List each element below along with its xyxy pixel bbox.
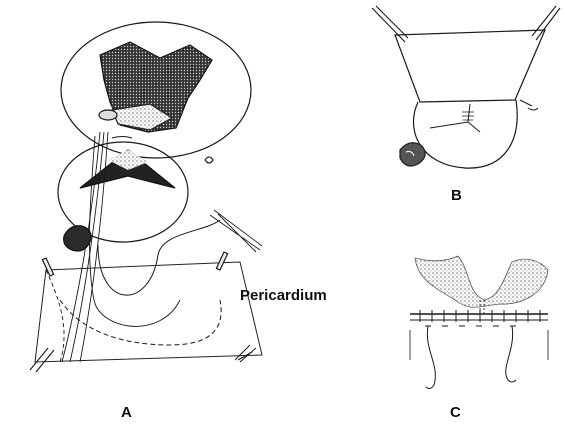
pericardium-frame (35, 262, 262, 362)
panel-c-drawing (410, 256, 548, 389)
panel-label-c: C (450, 404, 461, 421)
retracted-tissue (395, 30, 545, 102)
panel-label-b: B (451, 187, 462, 204)
panel-b-drawing (372, 6, 560, 168)
panel-c-tissue (415, 256, 548, 307)
panel-a-drawing (30, 22, 262, 372)
nodule-dark (64, 226, 91, 251)
pericardium-label: Pericardium (240, 287, 327, 304)
panel-b-organ (413, 100, 517, 168)
panel-label-a: A (121, 404, 132, 421)
